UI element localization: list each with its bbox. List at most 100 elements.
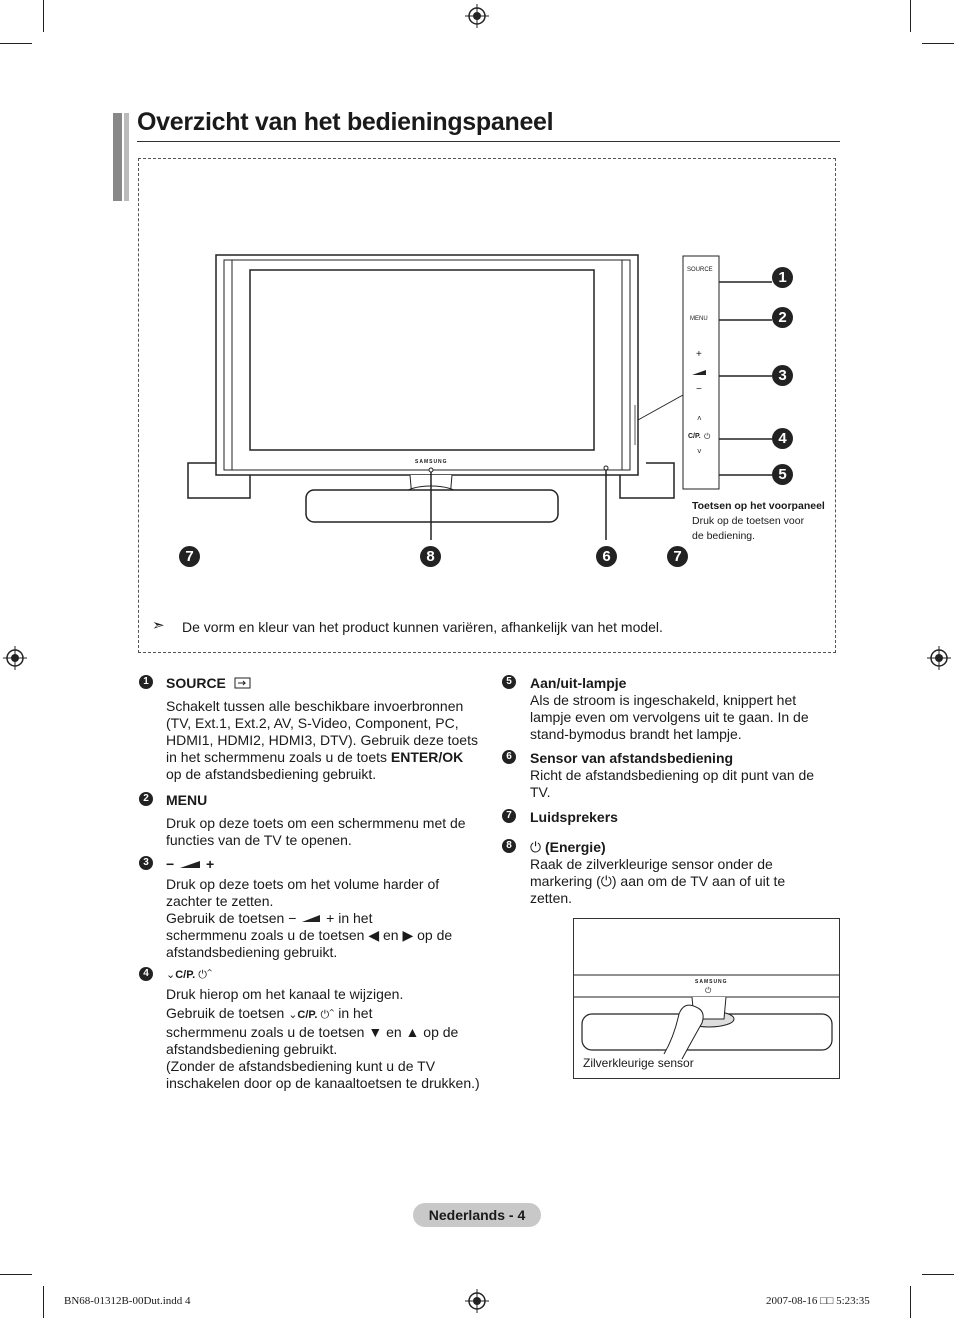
side-power-icon: ⏻ [704,432,711,441]
item-text: Gebruik de toetsen ⌄C/P. ⏻⌃ in het [166,1005,373,1021]
item-text: afstandsbediening gebruikt. [166,1041,338,1057]
item-1: SOURCE Schakelt tussen alle beschikbare … [166,675,478,783]
volume-icons: − + [166,856,215,872]
crop-mark [43,1286,44,1318]
item-text: Druk hierop om het kanaal te wijzigen. [166,986,404,1002]
item-6: Sensor van afstandsbediening Richt de af… [530,750,814,801]
tv-brand-logo: SAMSUNG [415,459,448,465]
sensor-caption: Zilverkleurige sensor [583,1056,694,1070]
item-text: TV. [530,784,551,800]
side-down-label: ˅ [697,447,702,456]
item-text: Raak de zilverkleurige sensor onder de [530,856,773,872]
item-text: in het schermmenu zoals u de toets ENTER… [166,749,464,765]
item-text: zachter te zetten. [166,893,274,909]
crop-mark [0,43,32,44]
item-text: stand-bymodus brandt het lampje. [530,726,742,742]
item-number: 1 [139,675,153,689]
front-panel-text: de bediening. [692,530,756,542]
item-text: op de afstandsbediening gebruikt. [166,766,377,782]
callout-2: 2 [772,307,793,328]
front-panel-title: Toetsen op het voorpaneel [692,500,825,512]
side-cp-label: C/P. [688,433,701,440]
item-number: 4 [139,967,153,981]
item-text: HDMI1, HDMI2, HDMI3, DTV). Gebruik deze … [166,732,478,748]
item-7-heading: Luidsprekers [530,809,618,825]
item-text: schermmenu zoals u de toetsen ◀ en ▶ op … [166,927,453,943]
callout-3: 3 [772,365,793,386]
registration-mark-icon [3,646,27,670]
callout-8: 8 [420,546,441,567]
volume-icon [302,915,321,922]
callout-4: 4 [772,428,793,449]
item-number: 5 [502,675,516,689]
item-text: functies van de TV te openen. [166,832,352,848]
crop-mark [0,1274,32,1275]
item-text: Druk op deze toets om het volume harder … [166,876,440,892]
tv-diagram [187,254,684,540]
item-text: Schakelt tussen alle beschikbare invoerb… [166,698,464,714]
crop-mark [922,1274,954,1275]
side-up-label: ˄ [697,414,702,423]
item-text: markering (⏻) aan om de TV aan of uit te [530,873,786,889]
item-text: Richt de afstandsbediening op dit punt v… [530,767,815,783]
callout-7-left: 7 [179,546,200,567]
item-number: 3 [139,856,153,870]
crop-mark [922,43,954,44]
title-bar-decoration [113,113,122,201]
crop-mark [43,0,44,32]
power-icon: ⏻ [600,873,612,889]
footer-filename: BN68-01312B-00Dut.indd 4 [64,1295,191,1307]
item-text: (Zonder de afstandsbediening kunt u de T… [166,1058,436,1074]
item-text: inschakelen door op de kanaaltoetsen te … [166,1075,480,1091]
item-number: 7 [502,809,516,823]
item-4: ⌄C/P. ⏻⌃ Druk hierop om het kanaal te wi… [166,967,480,1092]
crop-mark [910,1286,911,1318]
item-number: 8 [502,839,516,853]
item-5: Aan/uit-lampje Als de stroom is ingescha… [530,675,809,743]
callout-6: 6 [596,546,617,567]
sensor-power-icon: ⏻ [705,986,712,995]
item-heading: SOURCE [166,675,226,691]
sensor-brand-logo: SAMSUNG [695,979,728,985]
item-text: Gebruik de toetsen − + in het [166,910,373,926]
crop-mark [910,0,911,32]
item-heading: Aan/uit-lampje [530,675,627,691]
item-text: zetten. [530,890,573,906]
side-panel-diagram [682,255,772,490]
side-source-label: SOURCE [687,267,713,273]
item-heading: Sensor van afstandsbediening [530,750,734,766]
channel-icons: ⌄C/P. ⏻⌃ [166,969,213,981]
page-number: Nederlands - 4 [413,1203,541,1227]
side-minus-label: − [696,384,702,395]
callout-7-right: 7 [667,546,688,567]
callout-1: 1 [772,267,793,288]
item-3: − + Druk op deze toets om het volume har… [166,856,452,961]
item-text: afstandsbediening gebruikt. [166,944,338,960]
registration-mark-icon [465,1289,489,1313]
front-panel-text: Druk op de toetsen voor [692,515,805,527]
footer-timestamp: 2007-08-16 □□ 5:23:35 [766,1295,870,1307]
volume-icon [180,861,201,868]
registration-mark-icon [465,4,489,28]
item-text: schermmenu zoals u de toetsen ▼ en ▲ op … [166,1024,459,1040]
item-text: Druk op deze toets om een schermmenu met… [166,815,466,831]
item-8: ⏻ (Energie) Raak de zilverkleurige senso… [530,839,786,906]
note-text: De vorm en kleur van het product kunnen … [182,619,663,635]
note-arrow-icon: ➣ [152,617,165,634]
item-2: MENU Druk op deze toets om een schermmen… [166,792,466,849]
side-menu-label: MENU [690,316,708,322]
source-icon [234,677,251,689]
sensor-illustration: SAMSUNG ⏻ Zilverkleurige sensor [573,918,840,1079]
page-title: Overzicht van het bedieningspaneel [137,108,554,136]
registration-mark-icon [927,646,951,670]
power-icon: ⏻ [530,839,542,855]
item-number: 2 [139,792,153,806]
item-text: Als de stroom is ingeschakeld, knippert … [530,692,797,708]
item-text: lampje even om vervolgens uit te gaan. I… [530,709,809,725]
item-heading: MENU [166,792,208,808]
callout-5: 5 [772,464,793,485]
side-plus-label: + [696,349,702,360]
item-text: (TV, Ext.1, Ext.2, AV, S-Video, Componen… [166,715,459,731]
diagram-panel [138,158,836,653]
item-number: 6 [502,750,516,764]
